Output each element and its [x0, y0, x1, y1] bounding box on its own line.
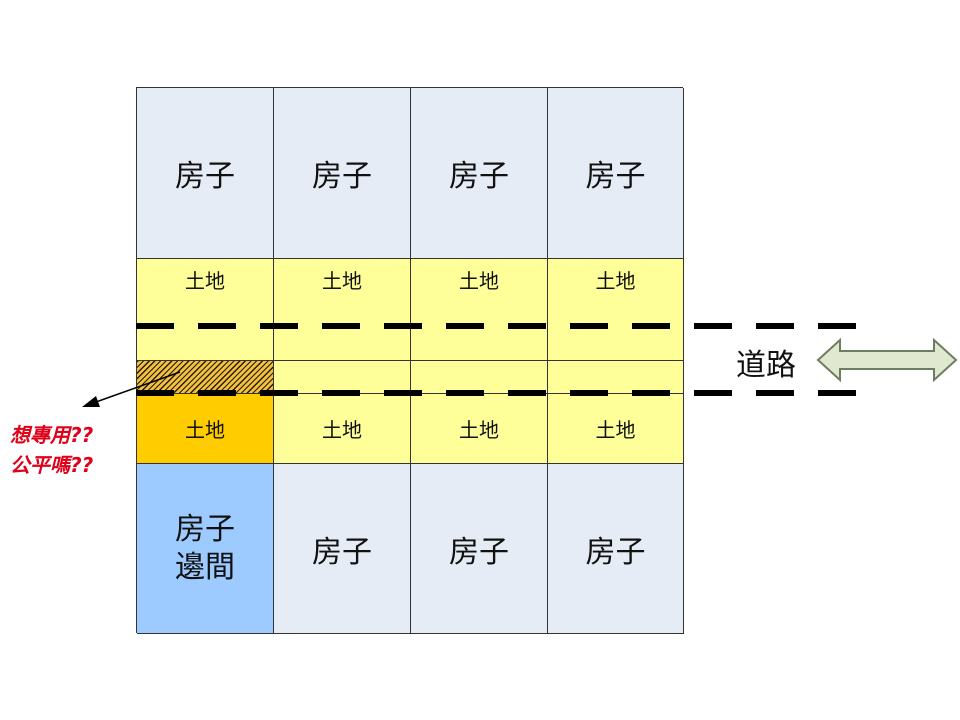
land-cell-top-1: 土地: [137, 259, 274, 361]
question-line-1: 想專用??: [10, 423, 94, 447]
land-label: 土地: [322, 269, 362, 293]
house-cell-bottom-4: 房子: [548, 464, 684, 634]
land-label: 土地: [185, 418, 225, 442]
land-cell-top-4: 土地: [548, 259, 684, 361]
house-cell-bottom-2: 房子: [274, 464, 411, 634]
road-strip-cell: [411, 361, 548, 394]
land-cell-bottom-2: 土地: [274, 394, 411, 464]
house-label: 房子: [585, 159, 646, 194]
corner-unit-label: 邊間: [175, 549, 235, 585]
house-label: 房子: [175, 159, 235, 194]
land-label: 土地: [595, 269, 636, 293]
house-label: 房子: [312, 159, 372, 194]
house-cell-top-1: 房子: [137, 88, 274, 259]
land-label: 土地: [322, 418, 362, 442]
road-label: 道路: [736, 348, 796, 383]
land-label: 土地: [595, 418, 636, 442]
house-cell-top-3: 房子: [411, 88, 548, 259]
house-cell-corner: 房子 邊間: [137, 464, 274, 634]
question-line-2: 公平嗎??: [10, 453, 94, 477]
double-arrow-icon: [816, 337, 958, 383]
land-cell-bottom-3: 土地: [411, 394, 548, 464]
land-cell-bottom-4: 土地: [548, 394, 684, 464]
hatched-private-strip: [137, 361, 274, 394]
house-label: 房子: [175, 511, 235, 547]
land-cell-top-2: 土地: [274, 259, 411, 361]
house-label: 房子: [312, 534, 372, 570]
pointer-arrow-icon: [82, 371, 181, 407]
house-label: 房子: [449, 534, 509, 570]
house-cell-top-2: 房子: [274, 88, 411, 259]
question-annotation: 想專用?? 公平嗎??: [10, 420, 93, 480]
land-label: 土地: [459, 418, 499, 442]
land-label: 土地: [185, 269, 225, 293]
land-cell-corner: 土地: [137, 394, 274, 464]
house-label: 房子: [585, 534, 646, 570]
road-strip-cell: [548, 361, 684, 394]
land-label: 土地: [459, 269, 499, 293]
house-cell-top-4: 房子: [548, 88, 684, 259]
land-plot-grid: 房子 房子 房子 房子 土地 土地 土地 土地 土地 土地 土地 土地 房子 邊…: [136, 87, 684, 634]
house-cell-bottom-3: 房子: [411, 464, 548, 634]
house-label: 房子: [449, 159, 509, 194]
land-cell-top-3: 土地: [411, 259, 548, 361]
